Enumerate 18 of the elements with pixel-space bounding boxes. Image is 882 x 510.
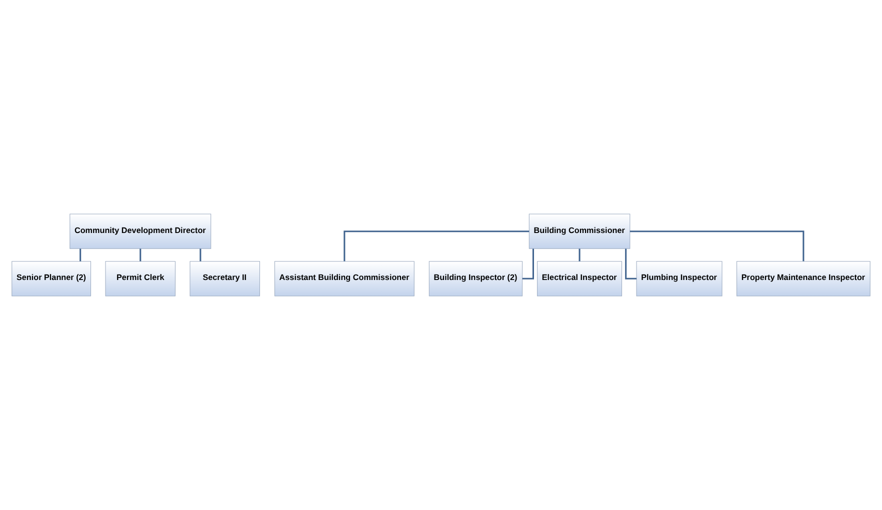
node-box: Electrical Inspector [537, 261, 622, 296]
connector [80, 248, 82, 262]
connector [630, 230, 804, 262]
connector [522, 248, 534, 280]
node-box: Building Inspector (2) [428, 261, 523, 296]
node-box: Senior Planner (2) [12, 261, 92, 296]
node-box: Assistant Building Commissioner [274, 261, 414, 296]
node-box: Permit Clerk [105, 261, 176, 296]
connector [625, 248, 637, 280]
node-box: Plumbing Inspector [636, 261, 722, 296]
node-box: Building Commissioner [528, 214, 630, 249]
connector [578, 248, 580, 262]
node-box: Community Development Director [70, 214, 212, 249]
connector [344, 230, 530, 262]
node-box: Property Maintenance Inspector [736, 261, 870, 296]
connector [140, 248, 142, 262]
connector [200, 248, 202, 262]
node-box: Secretary II [190, 261, 260, 296]
